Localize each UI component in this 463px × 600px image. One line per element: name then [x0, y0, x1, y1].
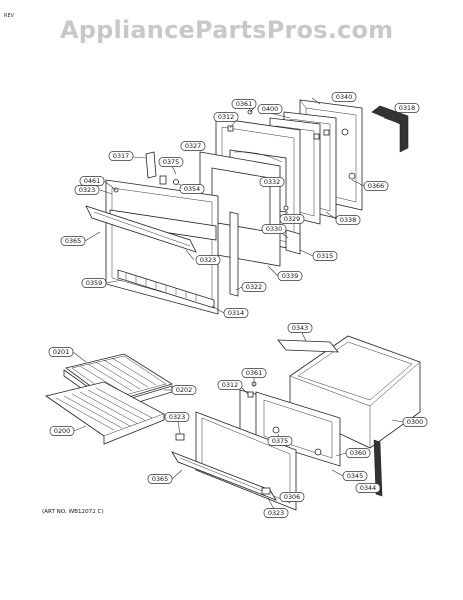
callout-0360: 0360 — [350, 449, 366, 457]
callout-0327: 0327 — [185, 142, 201, 150]
part-callouts: 0361 0340 0400 0318 0312 0327 0375 0317 … — [48, 92, 428, 518]
callout-0345: 0345 — [347, 472, 363, 480]
door-handle-grip — [371, 105, 409, 153]
callout-0375: 0375 — [163, 158, 179, 166]
callout-0354: 0354 — [184, 185, 200, 193]
oven-door-handle — [85, 205, 197, 253]
callout-0375: 0375 — [272, 437, 288, 445]
callout-0332: 0332 — [264, 178, 280, 186]
drawer-front-panel — [195, 411, 297, 511]
art-number-note: (ART NO. WB12072 C) — [42, 509, 104, 515]
callout-0361: 0361 — [246, 369, 262, 377]
drawer-slide — [373, 439, 383, 497]
callout-0361: 0361 — [236, 100, 252, 108]
watermark: AppliancePartsPros.com — [60, 16, 393, 44]
callout-0318: 0318 — [399, 104, 415, 112]
callout-0339: 0339 — [282, 272, 298, 280]
callout-0365: 0365 — [65, 237, 81, 245]
callout-0322: 0322 — [246, 283, 262, 291]
oven-door-assembly — [85, 99, 409, 315]
oven-racks — [45, 353, 173, 445]
callout-0315: 0315 — [317, 252, 333, 260]
drawer-rail — [277, 339, 339, 353]
callout-0314: 0314 — [228, 309, 244, 317]
callout-0312: 0312 — [222, 381, 238, 389]
callout-0317: 0317 — [113, 152, 129, 160]
door-outer-panel — [105, 179, 219, 315]
callout-0461: 0461 — [84, 177, 100, 185]
callout-0344: 0344 — [360, 484, 376, 492]
callout-0400: 0400 — [262, 105, 278, 113]
storage-drawer-assembly — [171, 335, 421, 511]
callout-0323: 0323 — [200, 256, 216, 264]
callout-0323: 0323 — [268, 509, 284, 517]
callout-0300: 0300 — [407, 418, 423, 426]
callout-0329: 0329 — [284, 215, 300, 223]
callout-0366: 0366 — [368, 182, 384, 190]
drawer-handle — [171, 451, 277, 501]
callout-0201: 0201 — [53, 348, 69, 356]
callout-0306: 0306 — [284, 493, 300, 501]
callout-0200: 0200 — [54, 427, 70, 435]
revision-mark: REV — [4, 13, 15, 19]
callout-0330: 0330 — [266, 225, 282, 233]
callout-0340: 0340 — [336, 93, 352, 101]
callout-0365: 0365 — [152, 475, 168, 483]
callout-0312: 0312 — [218, 113, 234, 121]
callout-0323: 0323 — [79, 186, 95, 194]
callout-0359: 0359 — [86, 279, 102, 287]
callout-0202: 0202 — [176, 386, 192, 394]
callout-0323: 0323 — [169, 413, 185, 421]
callout-0338: 0338 — [340, 216, 356, 224]
callout-0343: 0343 — [292, 324, 308, 332]
